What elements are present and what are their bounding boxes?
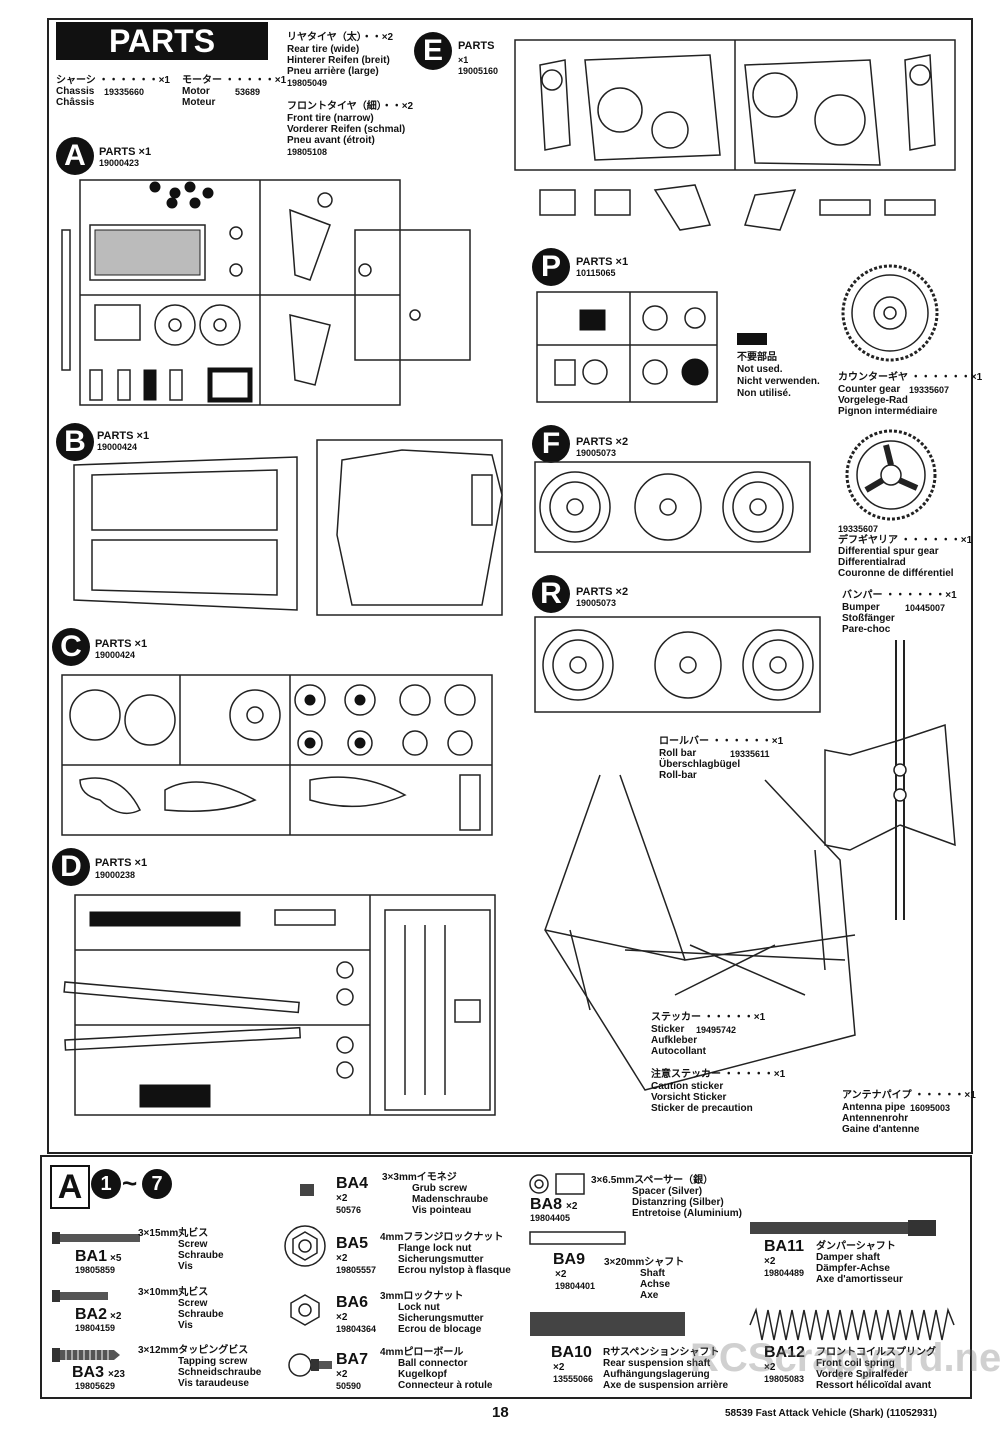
counter-gear-icon <box>841 264 939 362</box>
parts-r-number: 19005073 <box>576 598 617 608</box>
page-title: PARTS <box>56 22 268 60</box>
parts-b-tree <box>73 439 503 616</box>
parts-p-label: PARTS ×1 <box>576 256 629 268</box>
ba8-spacer-icon <box>529 1173 585 1195</box>
parts-e-number: 19005160 <box>458 66 499 76</box>
parts-r-label: PARTS ×2 <box>576 586 629 598</box>
ba9-shaft-icon <box>529 1231 626 1245</box>
parts-f-badge: F <box>532 425 570 463</box>
parts-d-number: 19000238 <box>95 870 136 880</box>
parts-a-badge: A <box>56 137 94 175</box>
bumper-icon <box>824 640 956 920</box>
parts-b-badge: B <box>56 423 94 461</box>
parts-e-qty: ×1 <box>458 55 469 65</box>
ba12-coil-spring-icon <box>749 1307 955 1341</box>
roll-bar-icon <box>544 774 856 1091</box>
parts-p-number: 10115065 <box>576 268 616 278</box>
ba3-tapping-screw-icon <box>52 1348 120 1362</box>
watermark: RCScrapyard.net <box>690 1336 1000 1380</box>
parts-d-label: PARTS ×1 <box>95 857 148 869</box>
parts-b-number: 19000424 <box>97 442 138 452</box>
parts-c-badge: C <box>52 628 90 666</box>
parts-c-tree <box>61 674 493 836</box>
ba2-screw-icon <box>52 1290 108 1302</box>
parts-e-label: PARTS <box>458 40 495 52</box>
parts-p-tree <box>536 291 718 403</box>
bag-letter: A <box>50 1165 90 1209</box>
parts-f-label: PARTS ×2 <box>576 436 629 448</box>
ba11-damper-shaft-icon <box>750 1220 936 1236</box>
parts-d-tree <box>63 894 496 1116</box>
ba4-grub-screw-icon <box>300 1184 314 1196</box>
page-number: 18 <box>492 1404 509 1421</box>
parts-e-tree <box>514 39 956 231</box>
parts-r-badge: R <box>532 575 570 613</box>
parts-c-number: 19000424 <box>95 650 136 660</box>
parts-a-label: PARTS ×1 <box>99 146 152 158</box>
parts-c-label: PARTS ×1 <box>95 638 148 650</box>
diff-gear-icon <box>845 429 937 521</box>
ba6-lock-nut-icon <box>290 1294 320 1326</box>
parts-d-badge: D <box>52 848 90 886</box>
ba5-flange-nut-icon <box>284 1225 326 1267</box>
parts-b-label: PARTS ×1 <box>97 430 150 442</box>
ba7-ball-connector-icon <box>288 1353 332 1377</box>
parts-f-tree <box>534 461 811 553</box>
parts-p-badge: P <box>532 248 570 286</box>
parts-a-number: 19000423 <box>99 158 140 168</box>
parts-r-tree <box>534 616 821 713</box>
footer-title: 58539 Fast Attack Vehicle (Shark) (11052… <box>725 1408 937 1419</box>
ba1-screw-icon <box>52 1232 140 1244</box>
parts-a-tree <box>61 179 471 406</box>
bag-tilde: ~ <box>122 1168 138 1198</box>
bag-step-to: 7 <box>142 1169 172 1199</box>
bag-step-from: 1 <box>91 1169 121 1199</box>
parts-e-badge: E <box>414 32 452 70</box>
parts-f-number: 19005073 <box>576 448 617 458</box>
bag-frame <box>40 1155 972 1399</box>
not-used-swatch <box>737 333 767 345</box>
ba10-suspension-shaft-icon <box>530 1312 685 1336</box>
parts-frame <box>47 18 973 1154</box>
